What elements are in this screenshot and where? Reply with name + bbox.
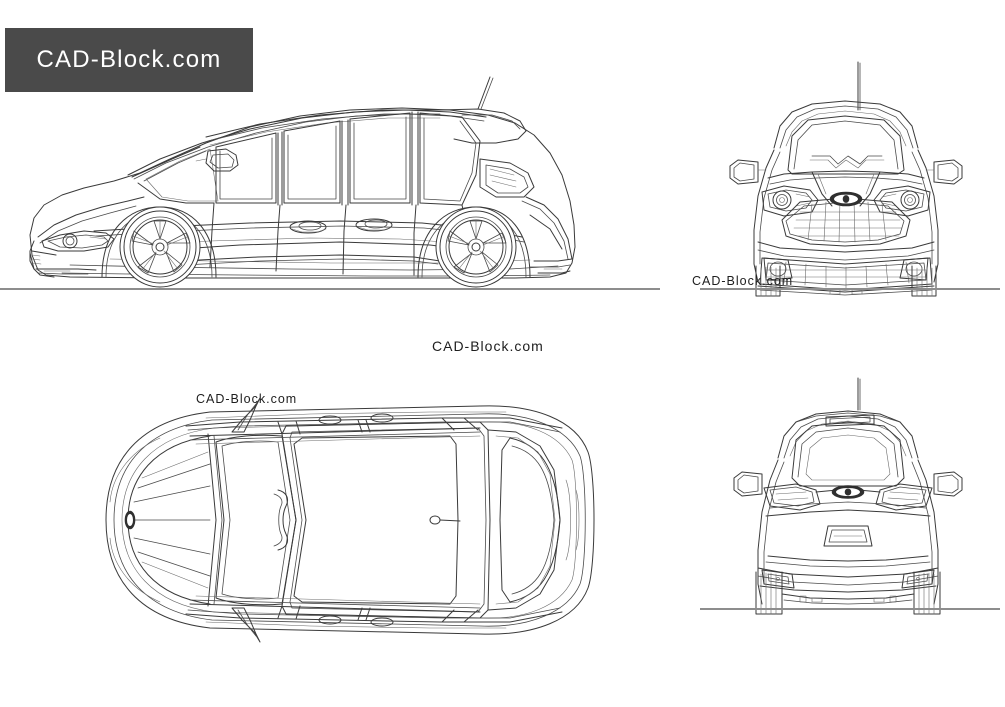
front-grille (782, 191, 910, 246)
cad-block-banner-label: CAD-Block.com (36, 46, 222, 73)
rear-wheel (436, 207, 516, 287)
front-wheel (120, 207, 200, 287)
cad-block-banner: CAD-Block.com (5, 28, 253, 92)
top-view-mirror-right (232, 608, 260, 642)
headlamp (42, 231, 114, 251)
tail-lamp-left (764, 484, 820, 510)
ground-line-side-view (0, 288, 660, 290)
right-mirror (926, 160, 962, 184)
watermark-center: CAD-Block.com (432, 338, 544, 354)
door-handle-rear (356, 219, 392, 231)
front-tires (756, 266, 936, 296)
tail-lamp (480, 159, 534, 197)
rear-reflector-left (762, 570, 794, 588)
door-handle-front (290, 221, 326, 233)
ground-line-front-view (700, 288, 1000, 290)
rear-view-mirror-right (934, 472, 962, 496)
plan-top-view (10, 390, 630, 650)
rear-elevation-view (700, 370, 990, 620)
side-elevation-view (10, 55, 630, 295)
watermark-front-view: CAD-Block.com (692, 274, 794, 288)
fog-lamp-left (764, 258, 792, 280)
side-mirror (196, 149, 238, 171)
ground-line-rear-view (700, 608, 1000, 610)
headlamp-left (762, 186, 818, 216)
rear-view-mirror-left (734, 472, 762, 496)
top-view-door-handles (319, 414, 393, 626)
top-view-mirror-left (232, 398, 260, 432)
left-mirror (730, 160, 766, 184)
watermark-top-view: CAD-Block.com (196, 392, 298, 406)
licence-plate-recess (824, 526, 872, 546)
rear-tires (756, 572, 940, 614)
headlamp-right (874, 186, 930, 216)
roof-antenna-top-view (430, 516, 460, 524)
tail-lamp-right (876, 484, 932, 510)
front-elevation-view (700, 50, 990, 300)
